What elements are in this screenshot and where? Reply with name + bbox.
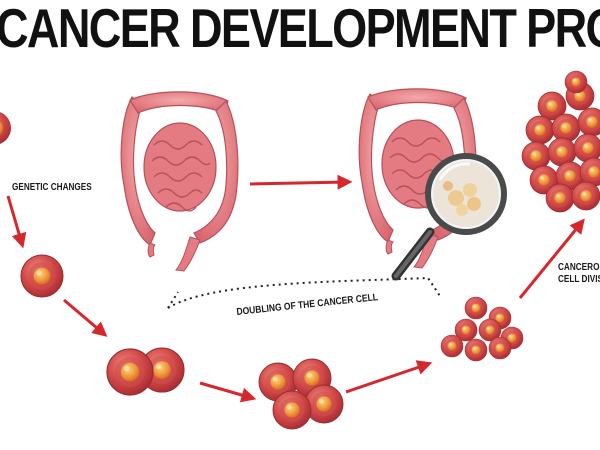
label-cell-division-line2: CELL DIVISION (558, 274, 600, 285)
label-genetic-changes: GENETIC CHANGES (12, 182, 92, 193)
diagram-title: CANCER DEVELOPMENT PROCESS (0, 0, 600, 56)
cancer-cell-cluster (440, 296, 524, 362)
cancer-cell-quad (258, 358, 344, 430)
arrow-to-quad (199, 381, 257, 403)
doubling-bracket (167, 276, 441, 309)
label-cell-division-line1: CANCEROUS (558, 262, 600, 273)
cell-partial-topleft (0, 112, 11, 144)
title-text: CANCER DEVELOPMENT PROCESS (0, 0, 600, 56)
cancer-tumor-mass (521, 70, 600, 213)
magnifying-glass-icon (391, 153, 507, 281)
arrow-intestines (249, 174, 353, 190)
arrow-to-doubling (63, 298, 108, 337)
intestine-icon (120, 91, 239, 272)
cancer-cell-icon (20, 254, 64, 298)
arrow-to-mass (518, 218, 585, 299)
arrow-genetic (6, 195, 27, 249)
cancer-cell-double (106, 347, 185, 396)
label-cell-division: CANCEROUS CELL DIVISION (558, 262, 600, 286)
arrow-to-cluster (345, 360, 433, 394)
doubling-bracket-left (167, 291, 179, 309)
